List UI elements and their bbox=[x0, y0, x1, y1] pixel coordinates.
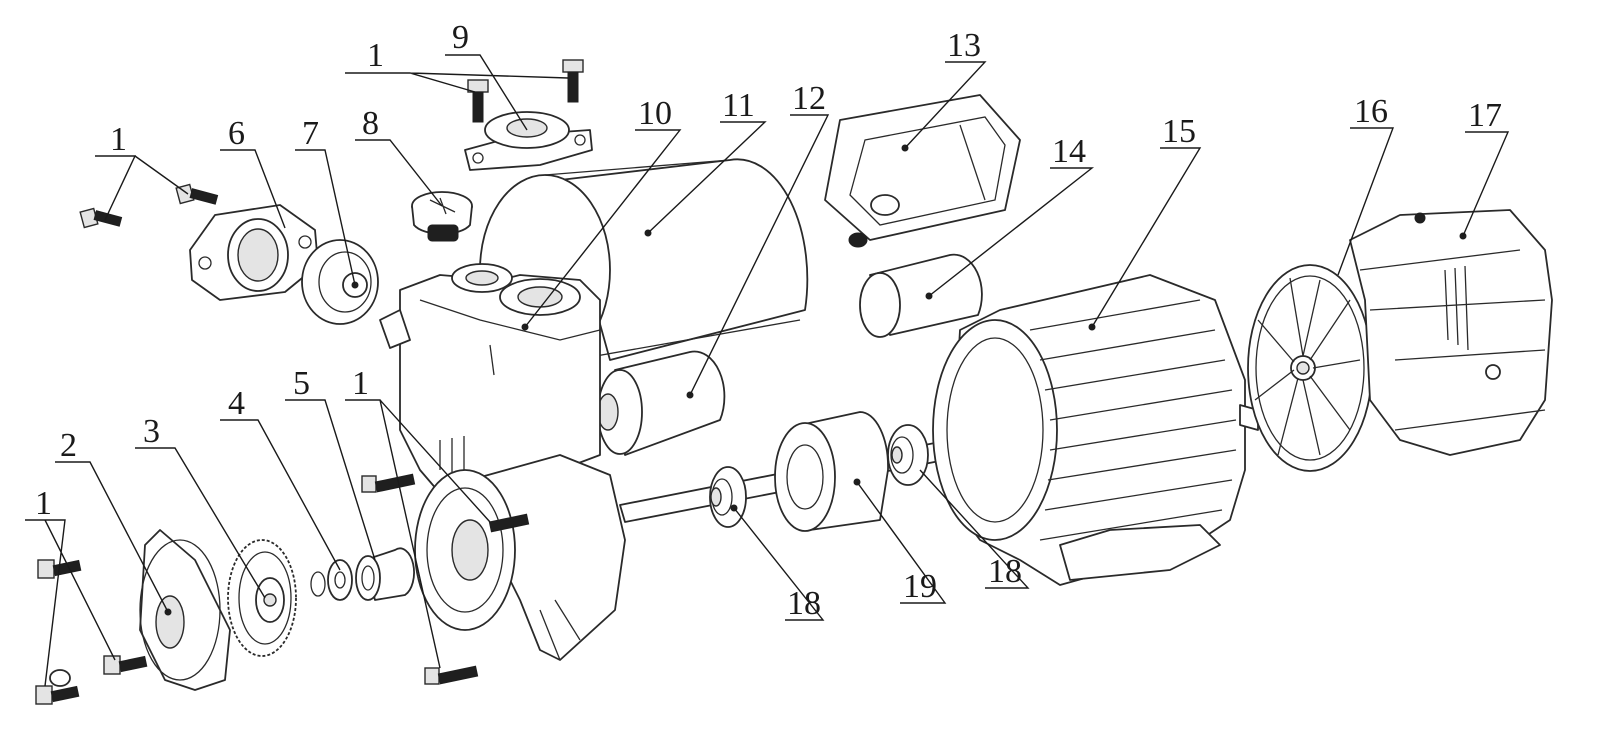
part-9-outlet-flange bbox=[464, 111, 593, 171]
part-3-impeller bbox=[227, 539, 297, 657]
label-1-mid: 1 bbox=[352, 365, 369, 402]
label-1-top: 1 bbox=[367, 37, 384, 74]
label-6: 6 bbox=[228, 115, 245, 152]
part-15-motor-frame bbox=[932, 274, 1259, 586]
label-15: 15 bbox=[1162, 113, 1196, 150]
part-4-washer bbox=[310, 559, 353, 601]
part-5-mechanical-seal bbox=[355, 547, 415, 601]
pump-volute-flange bbox=[414, 454, 626, 661]
part-6-inlet-flange bbox=[189, 204, 319, 301]
label-18-right: 18 bbox=[988, 553, 1022, 590]
label-1-bottom: 1 bbox=[35, 485, 52, 522]
label-3: 3 bbox=[143, 413, 160, 450]
label-2: 2 bbox=[60, 427, 77, 464]
label-1-left: 1 bbox=[110, 121, 127, 158]
part-1-bolts-mid bbox=[361, 473, 530, 685]
part-8-priming-plug bbox=[411, 191, 473, 242]
part-19-rotor bbox=[774, 411, 889, 532]
part-13-terminal-box bbox=[824, 94, 1021, 248]
part-1-bolts-top bbox=[467, 59, 584, 123]
label-19: 19 bbox=[903, 568, 937, 605]
label-16: 16 bbox=[1354, 93, 1388, 130]
part-18-bearing-rear bbox=[887, 424, 929, 486]
label-12: 12 bbox=[792, 80, 826, 117]
label-18-left: 18 bbox=[787, 585, 821, 622]
part-1-bolts-bottom bbox=[35, 559, 148, 705]
label-9: 9 bbox=[452, 19, 469, 56]
label-7: 7 bbox=[302, 115, 319, 152]
label-4: 4 bbox=[228, 385, 245, 422]
part-1-bolts-left bbox=[79, 183, 219, 229]
label-10: 10 bbox=[638, 95, 672, 132]
part-12-capacitor bbox=[597, 350, 726, 456]
leader-lines bbox=[25, 54, 1510, 687]
part-16-cooling-fan bbox=[1247, 264, 1373, 472]
label-17: 17 bbox=[1468, 97, 1502, 134]
label-14: 14 bbox=[1052, 133, 1086, 170]
label-8: 8 bbox=[362, 105, 379, 142]
label-11: 11 bbox=[722, 87, 755, 124]
part-10-pump-body bbox=[379, 263, 601, 506]
part-labels: 1 9 1 6 7 8 10 11 12 13 14 15 16 17 2 3 … bbox=[35, 19, 1502, 622]
part-14-capacitor bbox=[859, 253, 983, 338]
part-17-fan-cover bbox=[1349, 209, 1553, 456]
label-5: 5 bbox=[293, 365, 310, 402]
part-2-pump-cover bbox=[139, 529, 231, 691]
part-18-bearing-front bbox=[709, 466, 747, 528]
part-7-seal-ring bbox=[301, 239, 379, 325]
label-13: 13 bbox=[947, 27, 981, 64]
